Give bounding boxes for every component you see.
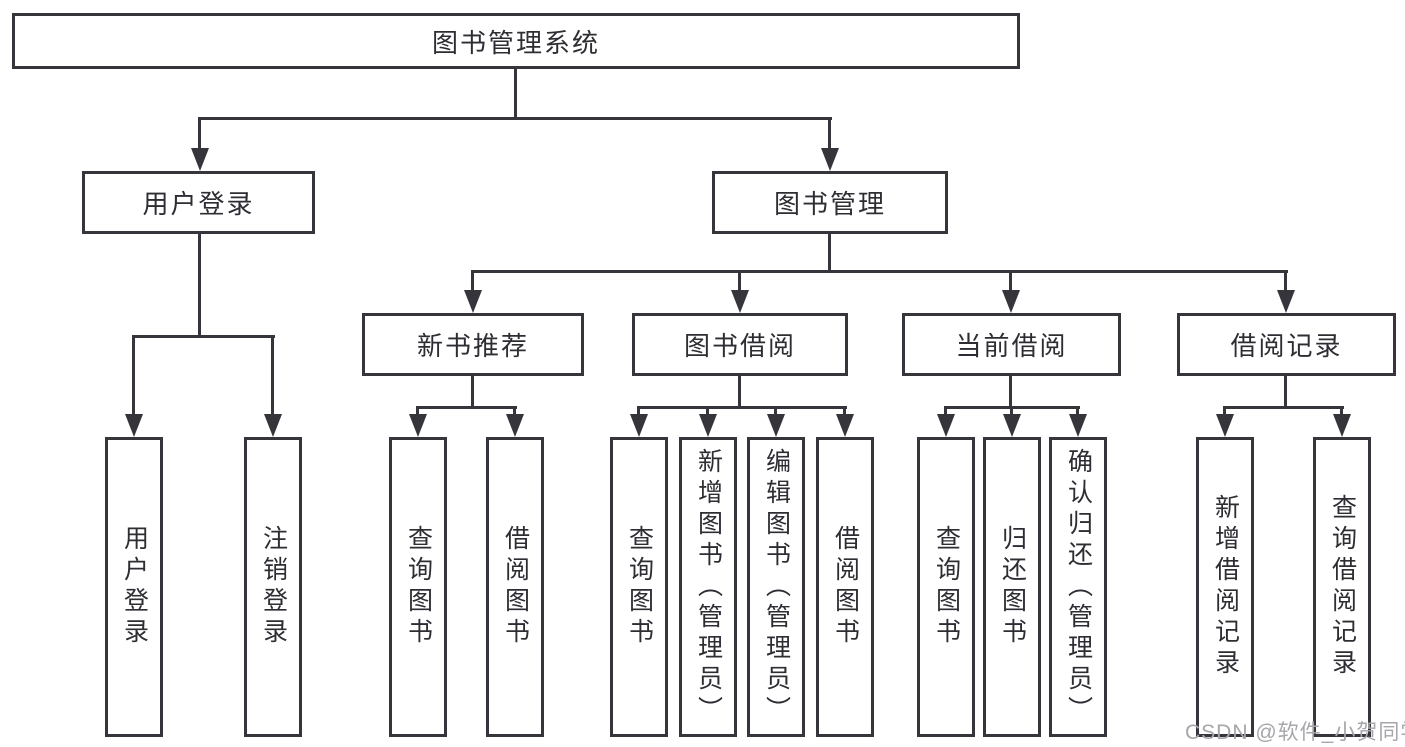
connector-line [1076,406,1079,416]
arrowhead-icon [630,414,648,437]
connector-line [471,376,474,409]
node-leaf-add-borrow-record: 新增借阅记录 [1196,437,1254,737]
node-current-borrowing: 当前借阅 [902,313,1121,376]
arrowhead-icon [937,414,955,437]
connector-line [828,117,831,150]
connector-line [471,270,474,291]
node-new-book-recommend-label: 新书推荐 [416,331,529,361]
arrowhead-icon [731,290,749,313]
node-book-borrowing-label: 图书借阅 [683,331,796,361]
arrowhead-icon [191,148,209,171]
arrowhead-icon [821,148,839,171]
connector-line [132,335,135,416]
node-book-borrowing: 图书借阅 [632,313,848,376]
node-leaf-borrow-books-recommend-label: 借阅图书 [501,525,530,649]
connector-line [738,376,741,409]
node-leaf-borrow-books: 借阅图书 [816,437,874,737]
node-current-borrowing-label: 当前借阅 [955,331,1068,361]
connector-line [637,406,640,416]
arrowhead-icon [1277,290,1295,313]
node-library-system: 图书管理系统 [12,13,1020,69]
connector-line [1284,376,1287,409]
node-leaf-add-book-admin-label: 新增图书（管理员） [694,447,723,727]
node-leaf-add-book-admin: 新增图书（管理员） [679,437,737,737]
node-leaf-query-books-recommend: 查询图书 [389,437,447,737]
node-user-login-label: 用户登录 [142,189,255,219]
arrowhead-icon [1216,414,1234,437]
node-leaf-user-login-label: 用户登录 [120,525,149,649]
connector-line [513,406,516,416]
arrowhead-icon [1003,414,1021,437]
connector-line [1010,406,1013,416]
node-library-system-label: 图书管理系统 [431,27,600,58]
node-leaf-borrow-books-recommend: 借阅图书 [486,437,544,737]
node-user-login: 用户登录 [82,171,315,234]
connector-line [1009,376,1012,409]
node-borrowing-records: 借阅记录 [1177,313,1396,376]
node-leaf-edit-book-admin-label: 编辑图书（管理员） [762,447,791,727]
node-leaf-query-books-current: 查询图书 [917,437,975,737]
node-leaf-confirm-return-admin: 确认归还（管理员） [1049,437,1107,737]
connector-line [514,69,517,120]
connector-line [198,234,201,338]
node-new-book-recommend: 新书推荐 [362,313,584,376]
connector-line [198,117,832,120]
node-leaf-query-books-borrowing-label: 查询图书 [625,525,654,649]
node-leaf-query-borrow-record-label: 查询借阅记录 [1328,494,1357,680]
arrowhead-icon [464,290,482,313]
connector-line [1009,270,1012,291]
connector-line [1284,270,1287,291]
connector-line [1223,406,1344,409]
arrowhead-icon [836,414,854,437]
connector-line [198,117,201,150]
node-borrowing-records-label: 借阅记录 [1230,331,1343,361]
node-leaf-edit-book-admin: 编辑图书（管理员） [747,437,805,737]
node-leaf-add-borrow-record-label: 新增借阅记录 [1211,494,1240,680]
arrowhead-icon [699,414,717,437]
connector-line [637,406,847,409]
node-leaf-borrow-books-label: 借阅图书 [831,525,860,649]
node-leaf-query-books-borrowing: 查询图书 [610,437,668,737]
arrowhead-icon [1002,290,1020,313]
connector-line [828,234,831,273]
arrowhead-icon [264,414,282,437]
connector-line [132,335,275,338]
connector-line [416,406,517,409]
connector-line [706,406,709,416]
arrowhead-icon [506,414,524,437]
node-leaf-query-borrow-record: 查询借阅记录 [1313,437,1371,737]
connector-line [1223,406,1226,416]
watermark: CSDN @软件_小贺同学 [1185,721,1405,744]
node-leaf-user-login: 用户登录 [105,437,163,737]
node-leaf-logout: 注销登录 [244,437,302,737]
node-book-management-label: 图书管理 [773,189,886,219]
connector-line [944,406,947,416]
node-leaf-query-books-current-label: 查询图书 [932,525,961,649]
connector-line [416,406,419,416]
connector-line [271,335,274,416]
connector-line [738,270,741,291]
node-leaf-confirm-return-admin-label: 确认归还（管理员） [1064,447,1093,727]
node-leaf-query-books-recommend-label: 查询图书 [404,525,433,649]
node-leaf-return-books: 归还图书 [983,437,1041,737]
connector-line [1340,406,1343,416]
node-leaf-return-books-label: 归还图书 [998,525,1027,649]
connector-line [843,406,846,416]
arrowhead-icon [1333,414,1351,437]
arrowhead-icon [767,414,785,437]
arrowhead-icon [125,414,143,437]
connector-line [774,406,777,416]
connector-line [471,270,1288,273]
arrowhead-icon [409,414,427,437]
arrowhead-icon [1069,414,1087,437]
node-leaf-logout-label: 注销登录 [259,525,288,649]
node-book-management: 图书管理 [712,171,948,234]
